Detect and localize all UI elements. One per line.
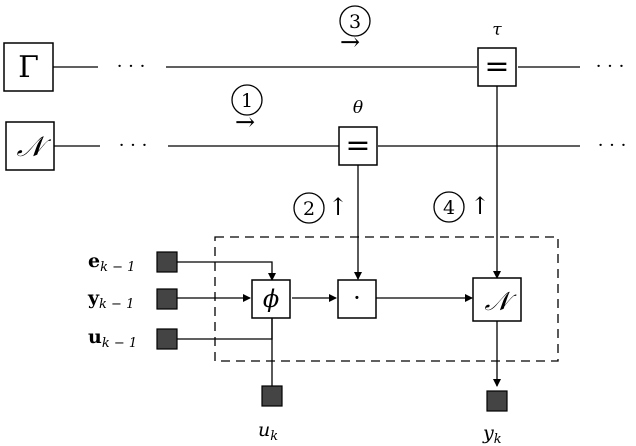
observed-u-prev [156, 328, 178, 350]
step-2-arrow: ↑ [328, 193, 348, 221]
arrowhead-e-into-phi [268, 273, 276, 281]
phi-node: ϕ [251, 279, 291, 319]
message-step-2: 2 ↑ [293, 192, 348, 224]
arrowheads [243, 271, 501, 387]
step-2-number: 2 [303, 198, 315, 220]
step-4-arrow: ↑ [470, 192, 490, 220]
arrowhead-phi-into-dot [329, 294, 337, 302]
ellipsis-bottom-left: · · · [119, 135, 148, 156]
gamma-symbol: Γ [18, 50, 39, 85]
time-slice-box [214, 236, 559, 362]
message-step-1: 1 → [231, 84, 263, 136]
message-step-3: 3 → [339, 5, 371, 56]
observed-nodes [156, 251, 508, 412]
theta-label: θ [353, 98, 363, 118]
tau-label: τ [492, 20, 502, 40]
edges [53, 66, 580, 386]
normal-prior-node: 𝒩 [5, 121, 55, 171]
observed-u-k [261, 385, 283, 407]
gamma-prior-node: Γ [3, 42, 54, 92]
ellipsis-top-right: · · · [596, 56, 625, 77]
arrowhead-normal-into-yk [493, 379, 501, 387]
arrowhead-dot-into-normal [465, 294, 473, 302]
equality-tau-symbol: = [484, 49, 509, 84]
equality-node-tau: = [477, 47, 517, 87]
y-prev-label: yk − 1 [87, 287, 134, 312]
normal-likelihood-node: 𝒩 [472, 277, 522, 322]
observed-y-k [486, 390, 508, 412]
ellipsis-bottom-right: · · · [598, 135, 627, 156]
observed-y-prev [156, 288, 178, 310]
phi-symbol: ϕ [263, 285, 279, 313]
u-prev-label: uk − 1 [88, 326, 137, 351]
arrowhead-tau-into-normal [493, 271, 501, 279]
y-k-label: yk [482, 422, 502, 446]
e-prev-label: ek − 1 [88, 250, 135, 275]
step-1-arrow: → [235, 108, 255, 136]
message-step-4: 4 ↑ [433, 191, 490, 223]
edge-u-to-phi [177, 318, 273, 340]
equality-theta-symbol: = [345, 128, 370, 163]
ellipsis-top-left: · · · [117, 56, 146, 77]
step-1-number: 1 [241, 90, 253, 112]
edge-e-to-phi [177, 261, 273, 280]
u-k-label: uk [258, 419, 278, 444]
step-4-number: 4 [443, 197, 455, 219]
dot-node: · [337, 279, 377, 319]
dot-symbol: · [353, 284, 361, 312]
arrowhead-theta-into-dot [354, 272, 362, 280]
step-3-number: 3 [349, 11, 361, 33]
observed-e-prev [156, 251, 178, 273]
step-3-arrow: → [340, 28, 360, 56]
arrowhead-y-into-phi [243, 294, 251, 302]
equality-node-theta: = [338, 126, 378, 166]
